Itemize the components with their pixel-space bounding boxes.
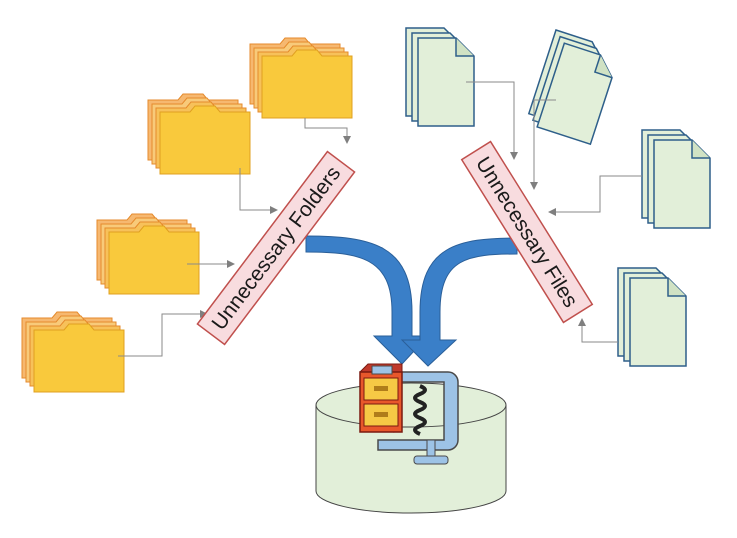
folder-stack-icon [96,213,200,295]
files-label-text: Unnecessary Files [471,153,582,312]
file-stack-icon [617,267,687,367]
file-connectors [466,81,642,343]
folder-stack-icon [147,93,251,175]
folder-stack-icon [249,37,353,119]
folder-connectors [118,118,351,357]
folder-stack-icon [21,311,125,393]
compress-arrows [305,235,518,367]
file-stack-icon [524,29,622,145]
file-stack-icon [641,129,711,229]
file-stack-icon [405,27,475,127]
files-label: Unnecessary Files [460,140,594,324]
archive-clamp-icon [359,363,459,465]
